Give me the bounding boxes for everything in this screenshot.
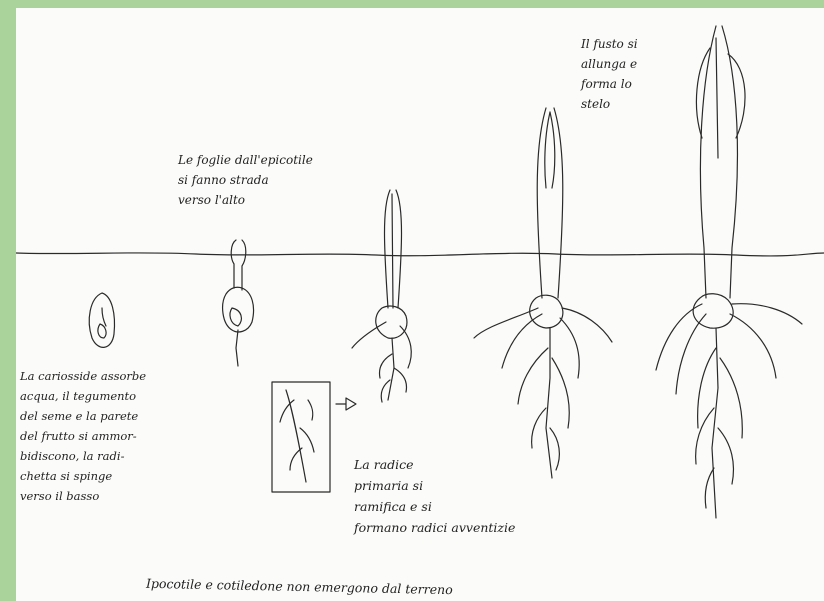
seed-stage-2 xyxy=(223,240,254,366)
seed-note-line: acqua, il tegumento xyxy=(20,386,146,406)
seed-note: La cariosside assorbe acqua, il tegument… xyxy=(20,366,146,506)
leaves-note-line: si fanno strada xyxy=(178,170,313,190)
stem-note-line: allunga e xyxy=(581,54,638,74)
seed-note-line: verso il basso xyxy=(20,486,146,506)
seed-note-line: bidiscono, la radi- xyxy=(20,446,146,466)
seedling-stage-5 xyxy=(656,26,802,518)
soil-line xyxy=(16,253,824,256)
seed-note-line: del seme e la parete xyxy=(20,406,146,426)
seed-stage-1 xyxy=(89,293,114,347)
leaves-note: Le foglie dall'epicotile si fanno strada… xyxy=(178,150,313,210)
drawing-sheet: Il fusto si allunga e forma lo stelo Le … xyxy=(16,8,824,601)
root-note: La radice primaria si ramifica e si form… xyxy=(354,454,515,538)
seed-note-line: La cariosside assorbe xyxy=(20,366,146,386)
root-detail-inset xyxy=(272,382,356,492)
stem-note-line: Il fusto si xyxy=(581,34,638,54)
seed-note-line: chetta si spinge xyxy=(20,466,146,486)
stem-note-line: forma lo xyxy=(581,74,638,94)
stem-note: Il fusto si allunga e forma lo stelo xyxy=(581,34,638,114)
seedling-stage-3 xyxy=(352,190,411,402)
root-note-line: ramifica e si xyxy=(354,496,515,517)
leaves-note-line: Le foglie dall'epicotile xyxy=(178,150,313,170)
root-note-line: La radice xyxy=(354,454,515,475)
root-note-line: formano radici avventizie xyxy=(354,517,515,538)
leaves-note-line: verso l'alto xyxy=(178,190,313,210)
seedling-stage-4 xyxy=(474,108,612,478)
root-note-line: primaria si xyxy=(354,475,515,496)
stem-note-line: stelo xyxy=(581,94,638,114)
seed-note-line: del frutto si ammor- xyxy=(20,426,146,446)
